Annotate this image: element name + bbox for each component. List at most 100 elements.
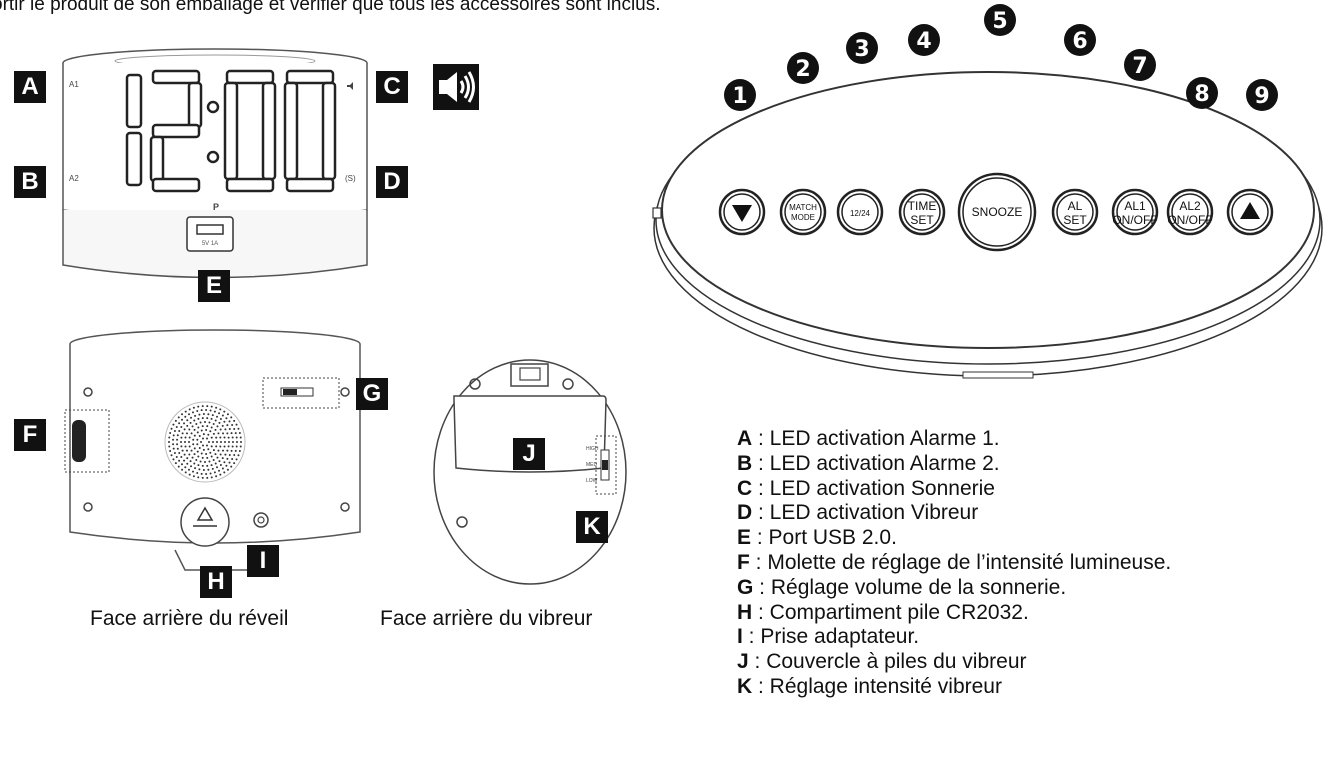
tag-c: C: [376, 71, 408, 103]
button-3[interactable]: 12/24: [836, 188, 884, 236]
tag-b: B: [14, 166, 46, 198]
legend-text: : Port USB 2.0.: [751, 526, 897, 550]
legend-text: : LED activation Alarme 2.: [752, 451, 1000, 475]
legend-key: B: [737, 451, 753, 475]
button-label: TIME: [908, 199, 937, 213]
svg-text:4: 4: [916, 29, 931, 54]
legend-item: A : LED activation Alarme 1.: [737, 427, 1171, 452]
caption-back-clock: Face arrière du réveil: [90, 607, 289, 630]
button-label: SNOOZE: [972, 205, 1023, 219]
legend-key: A: [737, 427, 753, 450]
button-label: MODE: [791, 213, 815, 222]
legend-item: J : Couvercle à piles du vibreur: [737, 650, 1171, 675]
a2-label: A2: [69, 174, 79, 183]
button-number-badge: 3: [846, 32, 878, 64]
tag-k: K: [576, 511, 608, 543]
caption-back-vibrator: Face arrière du vibreur: [380, 607, 593, 630]
legend-item: F : Molette de réglage de l’intensité lu…: [737, 551, 1171, 576]
legend-text: : Réglage volume de la sonnerie.: [753, 575, 1067, 599]
a1-label: A1: [69, 80, 79, 89]
legend-item: D : LED activation Vibreur: [737, 501, 1171, 526]
speaker-icon: [433, 64, 479, 110]
legend-text: : Compartiment pile CR2032.: [752, 600, 1029, 624]
clock-front-illustration: 5V 1A A1 A2 P (S): [62, 48, 368, 279]
tag-j: J: [513, 438, 545, 470]
button-label: ON/OFF: [1112, 213, 1157, 227]
button-label: AL2: [1179, 199, 1201, 213]
legend-list: A : LED activation Alarme 1.B : LED acti…: [737, 427, 1171, 700]
usb-label: 5V 1A: [202, 241, 218, 247]
svg-text:7: 7: [1132, 54, 1147, 79]
button-number-badge: 6: [1064, 24, 1096, 56]
button-label: MATCH: [789, 203, 817, 212]
tag-a: A: [14, 71, 46, 103]
button-label: 12/24: [850, 209, 871, 218]
tag-h: H: [200, 566, 232, 598]
button-9[interactable]: [1226, 188, 1274, 236]
legend-item: B : LED activation Alarme 2.: [737, 452, 1171, 477]
button-label: SET: [1063, 213, 1087, 227]
svg-text:3: 3: [854, 37, 869, 62]
button-number-badge: 4: [908, 24, 940, 56]
button-label: AL1: [1124, 199, 1146, 213]
legend-key: H: [737, 600, 753, 624]
legend-item: H : Compartiment pile CR2032.: [737, 601, 1171, 626]
clock-back-illustration: [64, 329, 361, 571]
button-5[interactable]: SNOOZE: [957, 172, 1037, 252]
pm-label: P: [213, 202, 219, 212]
switch-high-label: HIGH: [586, 446, 599, 452]
legend-item: E : Port USB 2.0.: [737, 526, 1171, 551]
legend-key: D: [737, 501, 753, 525]
button-number-badge: 2: [787, 52, 819, 84]
legend-item: G : Réglage volume de la sonnerie.: [737, 576, 1171, 601]
svg-text:8: 8: [1194, 82, 1209, 107]
svg-text:1: 1: [732, 84, 747, 109]
legend-key: G: [737, 575, 754, 599]
svg-text:(S): (S): [345, 174, 356, 183]
button-1[interactable]: [718, 188, 766, 236]
tag-e: E: [198, 270, 230, 302]
button-number-badge: 7: [1124, 49, 1156, 81]
legend-item: C : LED activation Sonnerie: [737, 477, 1171, 502]
svg-text:6: 6: [1072, 29, 1087, 54]
down-arrow-icon: [732, 205, 752, 222]
tag-f: F: [14, 419, 46, 451]
legend-key: C: [737, 476, 753, 500]
button-number-badge: 1: [724, 79, 756, 111]
tag-i: I: [247, 545, 279, 577]
legend-text: : LED activation Sonnerie: [752, 476, 995, 500]
up-arrow-icon: [1240, 202, 1260, 219]
button-number-badge: 5: [984, 4, 1016, 36]
legend-text: : LED activation Vibreur: [752, 501, 979, 525]
tag-d: D: [376, 166, 408, 198]
button-number-badge: 8: [1186, 77, 1218, 109]
legend-item: K : Réglage intensité vibreur: [737, 675, 1171, 700]
legend-key: J: [737, 650, 749, 674]
legend-key: K: [737, 674, 753, 698]
legend-key: E: [737, 526, 752, 550]
switch-med-label: MED: [586, 462, 598, 468]
button-label: AL: [1068, 199, 1083, 213]
legend-text: : Réglage intensité vibreur: [752, 674, 1002, 698]
legend-text: : Couvercle à piles du vibreur: [748, 650, 1027, 674]
legend-key: F: [737, 550, 750, 574]
button-label: SET: [910, 213, 934, 227]
button-label: ON/OFF: [1167, 213, 1212, 227]
legend-text: : Molette de réglage de l’intensité lumi…: [749, 550, 1172, 574]
intro-text: ortir le produit de son emballage et vér…: [0, 0, 661, 15]
tag-g: G: [356, 378, 388, 410]
svg-text:9: 9: [1254, 84, 1269, 109]
svg-text:5: 5: [992, 9, 1007, 34]
svg-text:2: 2: [795, 57, 810, 82]
legend-text: : Prise adaptateur.: [742, 625, 920, 649]
legend-item: I : Prise adaptateur.: [737, 625, 1171, 650]
legend-key: I: [737, 625, 743, 649]
legend-text: : LED activation Alarme 1.: [752, 427, 1000, 450]
switch-low-label: LOW: [586, 478, 598, 484]
